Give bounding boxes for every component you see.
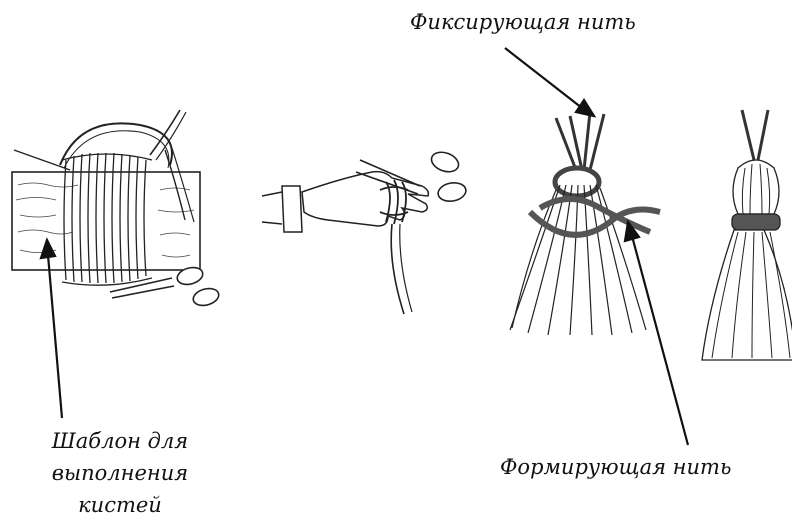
tassel-binding [732, 214, 780, 230]
tassel-finished [702, 110, 792, 360]
arrow-forming-thread [632, 236, 688, 445]
tassel-head [733, 160, 779, 214]
top-loop [555, 168, 599, 196]
sleeve-cuff [282, 186, 302, 232]
rope [150, 110, 180, 155]
tassel-strands [510, 185, 646, 335]
template-label: Шаблон для выполнения кистей [30, 425, 210, 521]
template-board [12, 172, 200, 270]
tassel-step-forming [510, 112, 660, 335]
template-label-line: выполнения [30, 457, 210, 489]
hanging-loop [742, 110, 768, 160]
template-label-line: кистей [30, 489, 210, 521]
fixing-thread-label: Фиксирующая нить [410, 10, 636, 34]
template-board-with-yarn [12, 110, 221, 308]
fixing-thread [556, 112, 604, 170]
scissors-icon [110, 265, 221, 308]
tassel-skirt [702, 230, 792, 360]
template-label-line: Шаблон для [30, 425, 210, 457]
arrow-template [48, 255, 62, 418]
thread-loop [60, 123, 172, 165]
hand [302, 172, 428, 226]
arrow-fixing-thread [505, 48, 582, 108]
hand-with-yarn [262, 149, 467, 314]
forming-thread-label: Формирующая нить [500, 455, 731, 479]
